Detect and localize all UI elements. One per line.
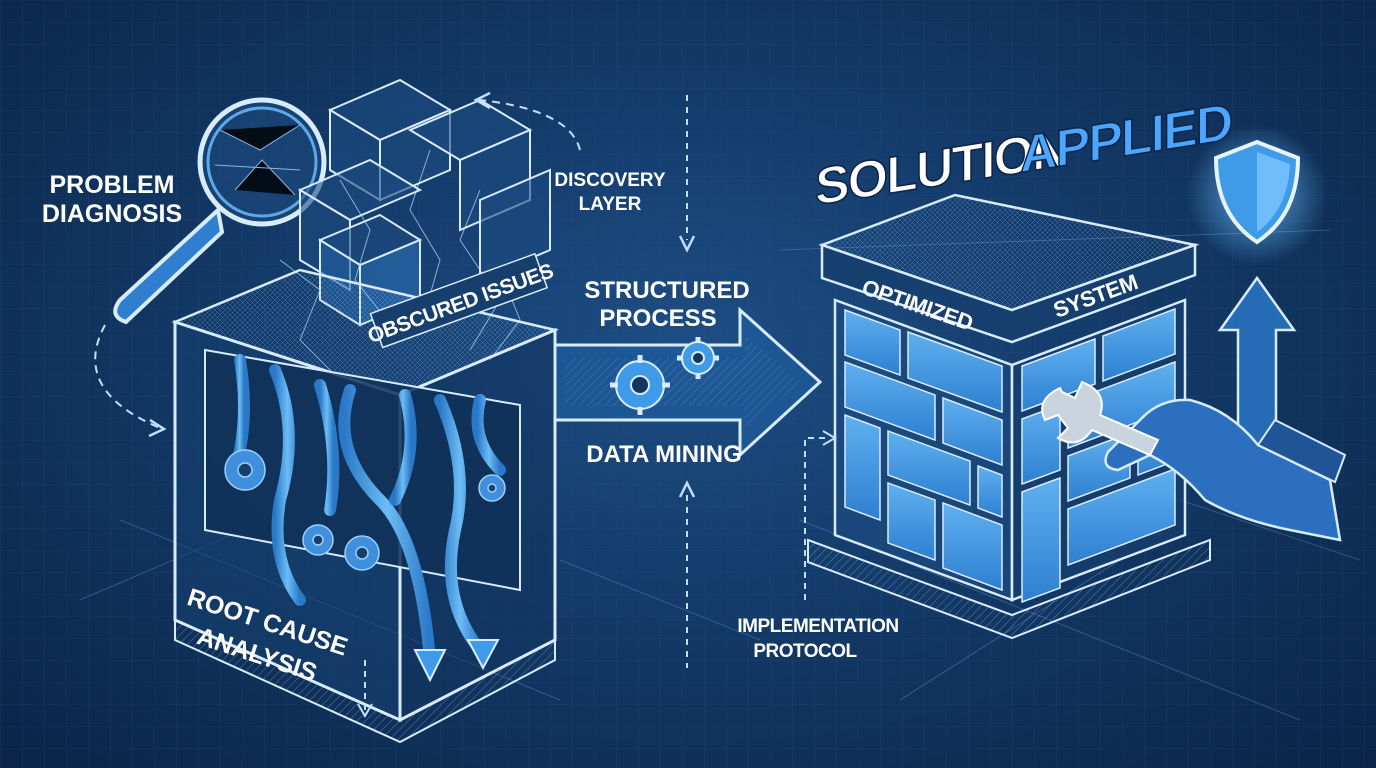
shield-icon (1187, 125, 1327, 265)
data-mining-label: DATA MINING (586, 441, 742, 468)
problem-diagnosis-label-1: PROBLEM (50, 171, 175, 199)
structured-process-label-2: PROCESS (599, 305, 716, 332)
implementation-label-2: PROTOCOL (753, 641, 857, 662)
implementation-label-1: IMPLEMENTATION (737, 616, 898, 637)
discovery-layer-label-1: DISCOVERY (554, 170, 666, 191)
problem-diagnosis-label-2: DIAGNOSIS (42, 200, 182, 228)
structured-process-label-1: STRUCTURED (584, 277, 749, 304)
discovery-layer-label-2: LAYER (579, 194, 642, 215)
